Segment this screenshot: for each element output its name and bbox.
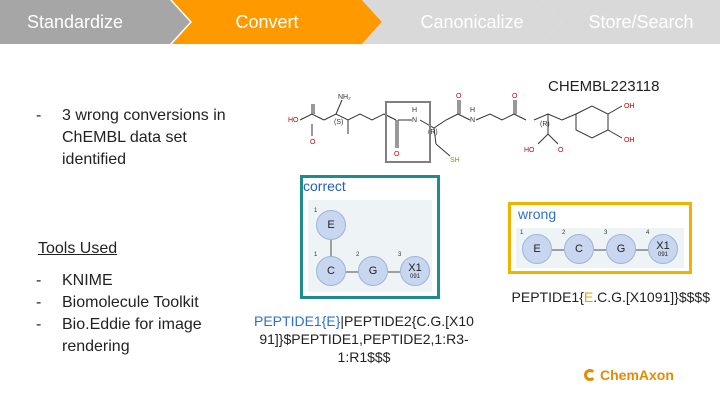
tool-item-biomolecule-toolkit: Biomolecule Toolkit — [36, 292, 236, 314]
step-store-search[interactable]: Store/Search — [542, 0, 720, 44]
peptide-link — [388, 271, 400, 273]
finding-item: 3 wrong conversions in ChEMBL data set i… — [36, 105, 226, 171]
mol-label-o2: O — [394, 151, 400, 158]
branch-link — [330, 240, 332, 260]
monomer-circle[interactable]: G — [358, 256, 388, 286]
correct-row2-index-2: 2 — [356, 252, 360, 258]
mol-label-r2: (R) — [540, 121, 550, 128]
correct-row1-index: 1 — [314, 208, 318, 214]
peptide-link — [346, 271, 358, 273]
bond-highlight-box — [385, 101, 431, 163]
monomer-label: E — [327, 219, 335, 231]
mol-label-o3: O — [456, 93, 462, 100]
helm-wrong-prefix: PEPTIDE1{ — [511, 289, 584, 305]
wrong-index-2: 2 — [562, 230, 566, 236]
mol-label-sh: SH — [450, 157, 460, 164]
mol-label-r1: (R) — [428, 129, 438, 136]
correct-label: correct — [303, 178, 346, 194]
monomer-circle[interactable]: G — [606, 234, 636, 264]
monomer-label: E — [533, 243, 541, 255]
mol-label-n1: N — [412, 117, 417, 124]
mol-label-s: (S) — [334, 119, 343, 126]
monomer-circle[interactable]: E — [522, 234, 552, 264]
peptide-link — [636, 249, 648, 251]
tool-item-bioeddie: Bio.Eddie for image rendering — [36, 314, 236, 358]
monomer-label: G — [616, 243, 626, 255]
monomer-circle[interactable]: E — [316, 210, 346, 240]
step-canonicalize[interactable]: Canonicalize — [362, 0, 562, 44]
mol-label-oh1: OH — [624, 103, 635, 110]
helm-correct-part2: |PEPTIDE2{C.G.[X10 — [340, 313, 474, 329]
helm-wrong-suffix: .C.G.[X1091]}$$$$ — [593, 289, 710, 305]
mol-label-nh2: NH₂ — [338, 94, 351, 101]
chembl-id: CHEMBL223118 — [548, 78, 660, 95]
monomer-label: C — [327, 265, 335, 277]
step-convert-label: Convert — [235, 11, 299, 32]
monomer-label: X1 — [656, 239, 670, 252]
monomer-label: X1 — [408, 261, 422, 274]
helm-wrong-string: PEPTIDE1{E.C.G.[X1091]}$$$$ — [512, 289, 710, 305]
helm-wrong-highlight: E — [583, 289, 594, 305]
mol-label-oh2: OH — [624, 137, 635, 144]
monomer-label: G — [368, 265, 378, 277]
mol-label-o1: O — [310, 139, 316, 146]
step-standardize-label: Standardize — [26, 11, 124, 32]
step-standardize[interactable]: Standardize — [0, 0, 190, 44]
chemaxon-logo-icon — [584, 369, 596, 381]
peptide-link — [552, 249, 564, 251]
wrong-index-3: 3 — [604, 230, 608, 236]
monomer-circle[interactable]: C — [316, 256, 346, 286]
tools-list: KNIME Biomolecule Toolkit Bio.Eddie for … — [36, 270, 236, 358]
monomer-circle[interactable]: C — [564, 234, 594, 264]
wrong-box — [508, 202, 692, 274]
mol-label-o5: O — [558, 147, 564, 154]
wrong-index-1: 1 — [520, 230, 524, 236]
chemaxon-logo: ChemAxon — [584, 367, 674, 383]
molecule-structure: NH₂ HO O (S) O H N (R) SH O H N O (R) HO… — [288, 93, 635, 164]
wrong-label: wrong — [518, 206, 557, 222]
correct-box — [300, 175, 440, 299]
mol-label-o4: O — [512, 93, 518, 100]
mol-label-ho2: HO — [524, 147, 535, 154]
process-steps: Standardize Convert Canonicalize Store/S… — [0, 0, 720, 44]
mol-label-h1: H — [412, 107, 417, 114]
step-canonicalize-label: Canonicalize — [420, 11, 524, 32]
chemaxon-logo-text: ChemAxon — [600, 367, 674, 383]
helm-correct-part3: 91]}$PEPTIDE1,PEPTIDE2,1:R3- — [259, 331, 469, 347]
step-convert[interactable]: Convert — [172, 0, 382, 44]
mol-label-ho: HO — [288, 117, 299, 124]
monomer-label: C — [575, 243, 583, 255]
wrong-index-4: 4 — [646, 230, 650, 236]
helm-correct-string: PEPTIDE1{E}|PEPTIDE2{C.G.[X10 91]}$PEPTID… — [232, 312, 496, 366]
correct-row2-index-3: 3 — [398, 252, 402, 258]
peptide-link — [594, 249, 606, 251]
helm-correct-part4: 1:R1$$$ — [337, 349, 391, 365]
tool-item-knime: KNIME — [36, 270, 236, 292]
monomer-sublabel: 091 — [657, 251, 668, 258]
step-store-search-label: Store/Search — [588, 11, 694, 32]
mol-label-n2: N — [470, 117, 475, 124]
findings-list: 3 wrong conversions in ChEMBL data set i… — [36, 105, 226, 171]
helm-correct-part1: PEPTIDE1{E} — [254, 313, 341, 329]
correct-row2-index-1: 1 — [314, 252, 318, 258]
mol-label-h2: H — [470, 107, 475, 114]
tools-heading: Tools Used — [38, 240, 118, 257]
monomer-sublabel: 091 — [409, 273, 420, 280]
